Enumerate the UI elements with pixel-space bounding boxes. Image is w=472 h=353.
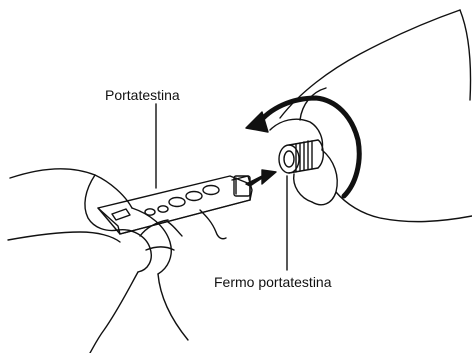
tonearm-locknut bbox=[279, 140, 323, 173]
left-hand bbox=[8, 169, 188, 353]
headshell-connector bbox=[234, 176, 250, 196]
locknut-label: Fermo portatestina bbox=[214, 274, 332, 290]
headshell-label: Portatestina bbox=[105, 87, 180, 103]
right-hand bbox=[270, 10, 472, 222]
